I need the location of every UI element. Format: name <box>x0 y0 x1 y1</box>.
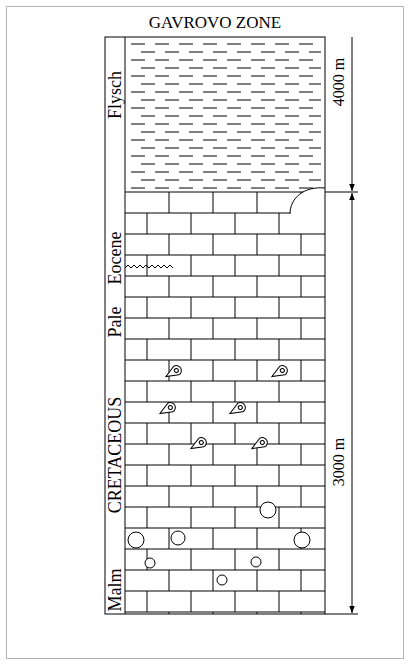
frame <box>7 7 404 659</box>
fossil-symbol <box>163 364 183 381</box>
reef-mound <box>290 188 325 214</box>
column-outline <box>105 37 325 614</box>
dimension-tick <box>325 192 358 193</box>
unit-label: Pale <box>106 307 124 338</box>
fossil-symbol <box>249 436 269 453</box>
oolite-symbol <box>128 532 144 548</box>
fossil-symbol <box>157 401 177 418</box>
dimension-label: 4000 m <box>331 58 347 106</box>
unit-label: CRETACEOUS <box>106 397 124 514</box>
diagram-title: GAVROVO ZONE <box>149 14 281 31</box>
oolite-symbol <box>294 532 310 548</box>
fossil-symbol <box>227 401 247 418</box>
unit-label: Eocene <box>106 232 124 285</box>
dimension-label: 3000 m <box>331 438 347 486</box>
age-column-divider <box>125 37 126 614</box>
unit-label: Flysch <box>106 71 124 119</box>
dimension-tick <box>325 614 358 615</box>
oolite-symbol <box>145 558 155 568</box>
oolite-symbol <box>260 502 276 518</box>
unit-label: Malm <box>106 569 124 612</box>
oolite-symbol <box>251 557 261 567</box>
column-pattern <box>125 44 325 614</box>
oolite-symbol <box>217 575 227 585</box>
dimension-line <box>352 37 353 191</box>
unconformity <box>125 265 173 268</box>
oolite-symbol <box>171 531 185 545</box>
fossil-symbol <box>269 364 289 381</box>
fossil-symbol <box>188 436 208 453</box>
dimension-line <box>352 193 353 613</box>
